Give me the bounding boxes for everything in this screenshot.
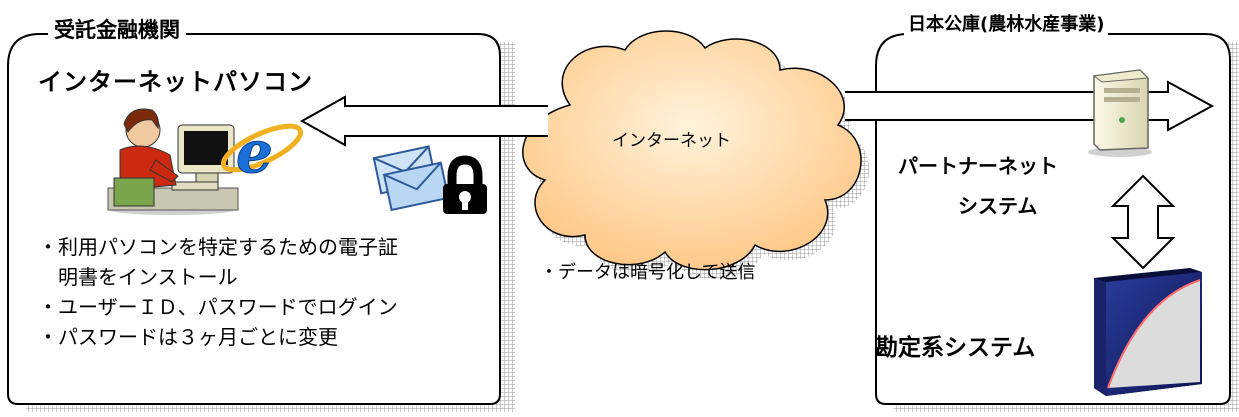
partner-net-label-line1: パートナーネット [898,154,1058,178]
accounting-system-box-icon [1094,268,1202,396]
encryption-note: ・データは暗号化して送信 [540,262,756,283]
note-line-4: ・パスワードは３ヶ月ごとに変更 [38,325,338,349]
bank-notes: ・利用パソコンを特定するための電子証 明書をインストール ・ユーザーＩＤ、パスワ… [38,232,508,352]
jfc-panel-title: 日本公庫(農林水産事業) [904,10,1109,36]
partner-net-label-line2: システム [958,194,1038,218]
bank-panel-title: 受託金融機関 [48,14,186,44]
person-at-computer-icon [107,108,239,215]
left-arrow [299,95,548,147]
internet-pc-heading: インターネットパソコン [38,68,313,96]
vertical-arrow [1110,174,1176,270]
internet-explorer-icon: e [220,118,304,187]
envelopes-icon [372,145,450,212]
server-tower-icon [1088,69,1152,157]
internet-cloud [522,30,862,271]
padlock-icon [443,155,487,214]
svg-text:e: e [236,118,273,186]
note-line-2: 明書をインストール [38,265,238,289]
accounting-system-label: 勘定系システム [875,335,1036,361]
note-line-3: ・ユーザーＩＤ、パスワードでログイン [38,295,398,319]
note-line-1: ・利用パソコンを特定するための電子証 [38,235,398,259]
internet-cloud-label: インターネット [612,131,731,151]
